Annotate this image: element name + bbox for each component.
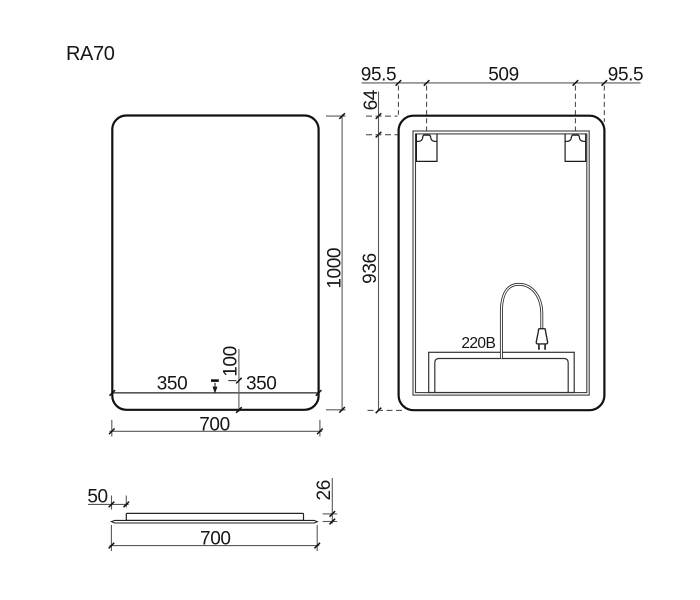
svg-text:50: 50 — [87, 487, 107, 508]
svg-text:700: 700 — [200, 529, 231, 550]
svg-text:RA70: RA70 — [66, 43, 115, 65]
svg-text:936: 936 — [360, 253, 381, 284]
svg-text:350: 350 — [157, 373, 188, 394]
svg-text:700: 700 — [199, 414, 230, 435]
svg-text:509: 509 — [488, 64, 519, 85]
svg-text:95.5: 95.5 — [361, 64, 396, 85]
svg-text:350: 350 — [246, 373, 277, 394]
svg-text:26: 26 — [314, 480, 335, 500]
svg-text:95.5: 95.5 — [608, 64, 643, 85]
svg-text:1000: 1000 — [324, 248, 345, 289]
svg-text:64: 64 — [361, 89, 382, 110]
svg-text:220В: 220В — [461, 335, 495, 352]
svg-text:100: 100 — [221, 346, 242, 377]
